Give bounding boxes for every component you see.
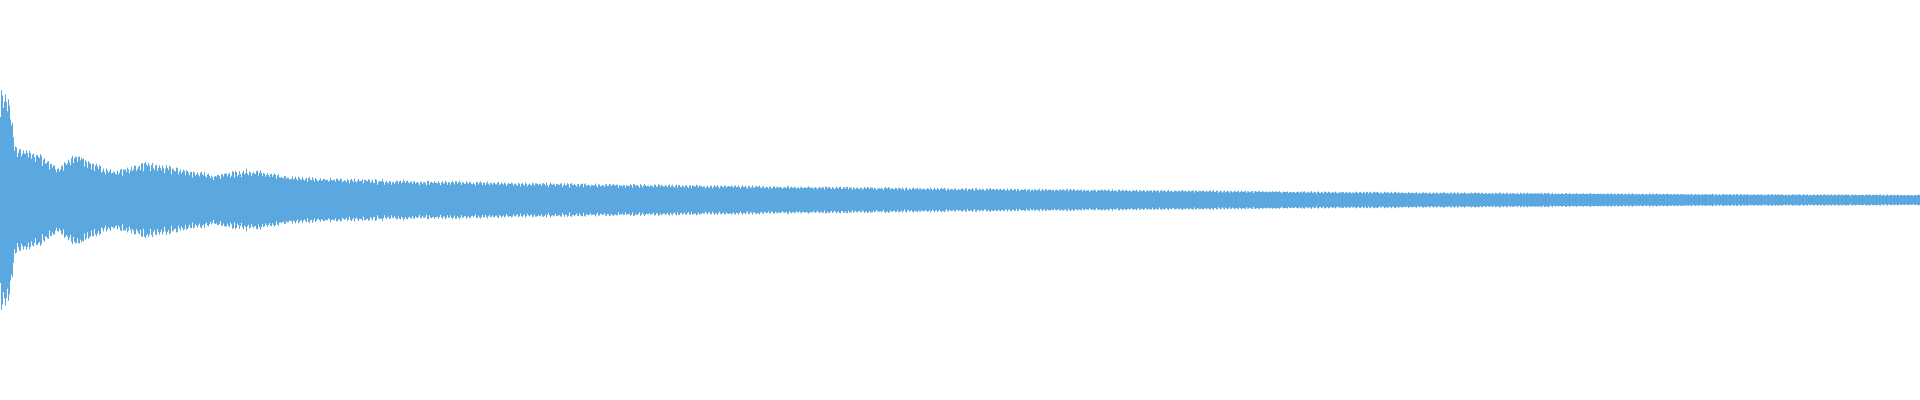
waveform-path	[0, 90, 1920, 310]
waveform-samples	[0, 90, 1920, 310]
